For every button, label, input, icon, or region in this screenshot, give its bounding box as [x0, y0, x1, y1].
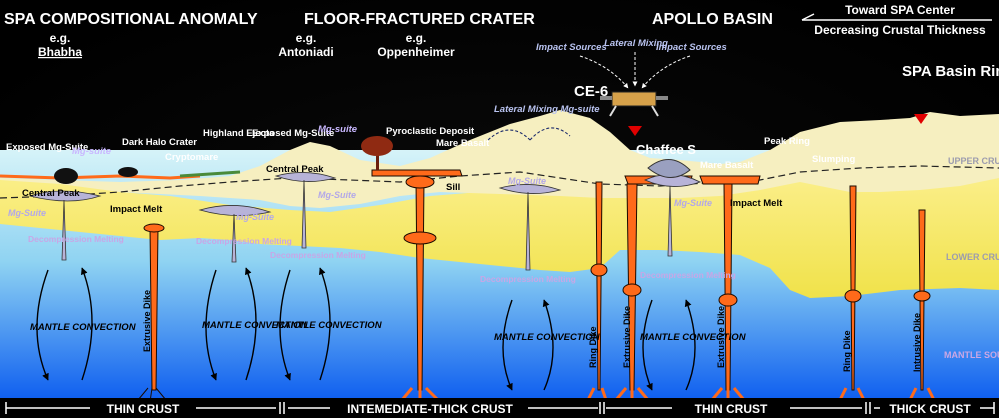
footer-thick-crust: THICK CRUST [889, 402, 971, 416]
label-impact-melt-2: Impact Melt [730, 198, 783, 209]
label-extrusive-dike-2: Extrusive Dike [622, 306, 632, 368]
mare-basalt-pool-3 [699, 175, 761, 185]
spa-rim-marker [914, 114, 928, 124]
mg-suite-plutons [28, 172, 702, 271]
label-ring-dike-2: Ring Dike [842, 330, 852, 372]
dark-halo-crater-mark [118, 167, 138, 177]
heading-ff-example2: Oppenheimer [377, 45, 455, 59]
impact-source-arrows [579, 52, 691, 89]
footer-ticks [5, 402, 995, 414]
footer-intermediate: INTEMEDIATE-THICK CRUST [347, 402, 513, 416]
label-mg-suite-7: Mg-Suite [674, 198, 712, 208]
heading-ff-eg1: e.g. [296, 31, 317, 45]
label-decomp-3: Decompression Melting [270, 250, 366, 260]
footer-thin-crust-2: THIN CRUST [695, 402, 768, 416]
label-highland-ejecta: Highland Ejecta [203, 128, 275, 139]
label-decomp-2: Decompression Melting [196, 236, 292, 246]
label-dark-halo: Dark Halo Crater [122, 137, 197, 148]
label-mg-suite-4: Mg-Suite [236, 212, 274, 222]
label-exposed-mg-1: Exposed Mg-Suite [6, 142, 88, 153]
label-lateral-mixing-top: Lateral Mixing [604, 38, 668, 49]
ce6-lander-icon [600, 91, 668, 117]
label-intrusive-dike: Intrusive Dike [912, 313, 922, 372]
label-ce6: CE-6 [574, 83, 608, 100]
lower-crust-layer [0, 132, 999, 298]
label-mantle-conv-1: MANTLE CONVECTION [30, 322, 137, 333]
surface-mare-left [0, 174, 201, 180]
mare-basalt-pool-1 [371, 169, 463, 177]
label-mare-basalt-1: Mare Basalt [436, 138, 490, 149]
label-lateral-mixing-mid: Lateral Mixing Mg-suite [494, 104, 600, 115]
heading-ff-eg2: e.g. [406, 31, 427, 45]
label-exposed-mg-2: Exposed Mg-Suite [252, 128, 334, 139]
label-mantle-conv-2: MANTLE CONVECTION [202, 320, 309, 331]
label-mg-suite-6: Mg-Suite [508, 176, 546, 186]
label-decomp-1: Decompression Melting [28, 234, 124, 244]
pyroclastic-tree [361, 136, 393, 170]
label-central-peak-1: Central Peak [22, 188, 80, 199]
label-mantle-conv-3: MANTLE CONVECTION [276, 320, 383, 331]
heading-spa-anomaly: SPA COMPOSITIONAL ANOMALY [4, 11, 258, 28]
label-mare-basalt-2: Mare Basalt [700, 160, 754, 171]
label-ring-dike-1: Ring Dike [588, 326, 598, 368]
heading-spa-eg: e.g. [50, 31, 71, 45]
mantle-convection-arrows [36, 267, 696, 391]
label-lower-crust: LOWER CRUST [946, 252, 999, 262]
label-chaffee: Chaffee S [636, 142, 696, 157]
label-sill: Sill [446, 182, 460, 193]
lateral-mixing-arcs [487, 127, 571, 141]
label-upper-crust: UPPER CRUST [948, 156, 999, 166]
label-impact-melt-1: Impact Melt [110, 204, 163, 215]
label-extrusive-dike-1: Extrusive Dike [142, 290, 152, 352]
label-mg-suite-2: Mg-suite [318, 124, 358, 135]
ce6-marker [628, 126, 642, 136]
label-spa-rim: SPA Basin Rim [902, 63, 999, 80]
label-cryptomare: Cryptomare [165, 152, 218, 163]
footer-thin-crust-1: THIN CRUST [107, 402, 180, 416]
footer-bar [0, 398, 999, 418]
label-impact-sources-left: Impact Sources [536, 42, 607, 53]
label-decomp-5: Decompression Melting [640, 270, 736, 280]
label-central-peak-2: Central Peak [266, 164, 324, 175]
label-mantle-source: MANTLE SOURCE [944, 350, 999, 360]
crust-boundary-line [0, 165, 999, 199]
heading-apollo-basin: APOLLO BASIN [652, 11, 773, 28]
bhabha-crater-mark [54, 168, 78, 184]
heading-spa-example: Bhabha [38, 45, 82, 59]
label-pyroclastic: Pyroclastic Deposit [386, 126, 475, 137]
heading-decreasing-thickness: Decreasing Crustal Thickness [814, 23, 986, 37]
label-extrusive-dike-3: Extrusive Dike [716, 306, 726, 368]
label-mg-suite-1: Mg-suite [72, 146, 112, 157]
magma-dikes [137, 175, 936, 403]
heading-floor-fractured: FLOOR-FRACTURED CRATER [304, 11, 535, 28]
highland-ejecta-patch [179, 170, 241, 178]
label-mg-suite-5: Mg-Suite [318, 190, 356, 200]
toward-spa-arrowhead [801, 13, 815, 21]
chaffee-s-crater [647, 159, 691, 178]
heading-ff-example1: Antoniadi [278, 45, 333, 59]
label-decomp-4: Decompression Melting [480, 274, 576, 284]
label-peak-ring: Peak Ring [764, 136, 810, 147]
heading-toward-spa: Toward SPA Center [845, 3, 955, 17]
label-slumping: Slumping [812, 154, 855, 165]
label-mantle-conv-5: MANTLE CONVECTION [640, 332, 747, 343]
label-mantle-conv-4: MANTLE CONVECTION [494, 332, 601, 343]
label-mg-suite-3: Mg-Suite [8, 208, 46, 218]
label-impact-sources-right: Impact Sources [656, 42, 727, 53]
